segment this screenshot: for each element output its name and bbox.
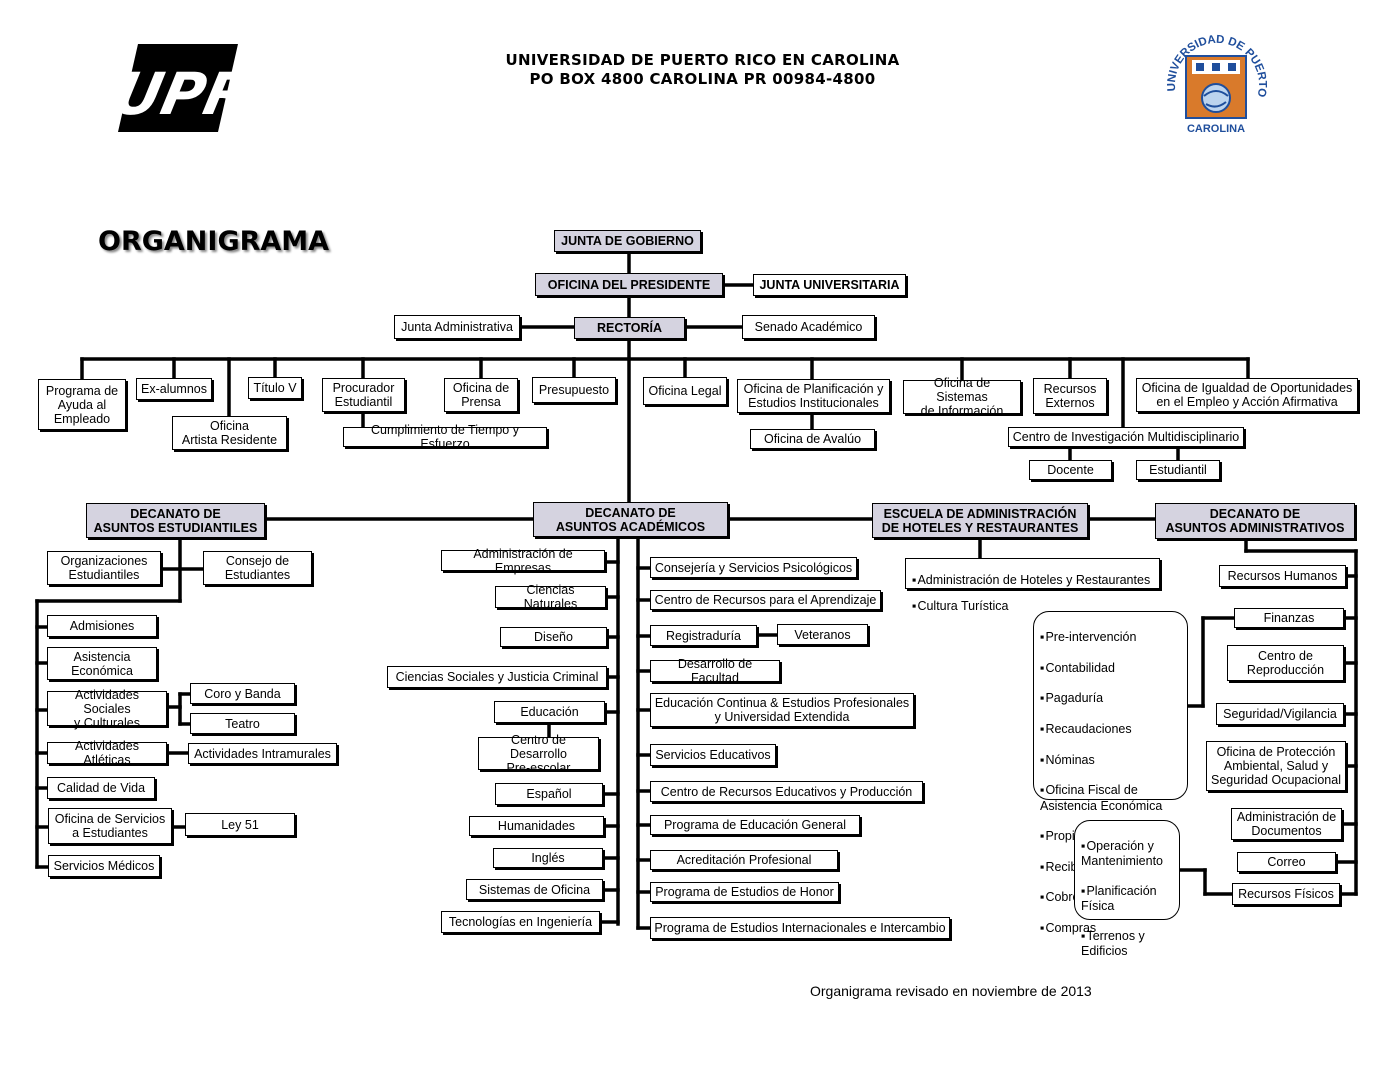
programa-internacionales-box: Programa de Estudios Internacionales e I… <box>650 917 950 939</box>
actividades-atleticas-box: Actividades Atléticas <box>47 739 167 767</box>
centro-recursos-educativos-box: Centro de Recursos Educativos y Producci… <box>650 781 923 802</box>
revision-note: Organigrama revisado en noviembre de 201… <box>810 983 1092 999</box>
presupuesto-box: Presupuesto <box>532 377 616 403</box>
oficina-proteccion-box: Oficina de Protección Ambiental, Salud y… <box>1206 741 1346 791</box>
junta-universitaria-box: JUNTA UNIVERSITARIA <box>753 274 906 296</box>
docente-box: Docente <box>1029 460 1112 480</box>
actividades-sociales-box: Actividades Sociales y Culturales <box>47 688 167 730</box>
list-item: Nóminas <box>1040 753 1181 768</box>
admisiones-box: Admisiones <box>47 615 157 637</box>
sistemas-oficina-box: Sistemas de Oficina <box>466 879 603 900</box>
programa-educacion-general-box: Programa de Educación General <box>650 815 860 835</box>
actividades-intramurales-box: Actividades Intramurales <box>188 743 337 764</box>
recursos-fisicos-areas-list: Operación y Mantenimiento Planificación … <box>1074 820 1180 958</box>
list-item: Cultura Turística <box>912 600 1153 613</box>
institution-name: UNIVERSIDAD DE PUERTO RICO EN CAROLINA <box>505 51 900 69</box>
upr-logo-icon: UPR <box>118 44 238 132</box>
centro-reproduccion-box: Centro de Reproducción <box>1227 645 1344 681</box>
university-seal-icon: UNIVERSIDAD DE PUERTO RICO CAROLINA <box>1160 30 1268 135</box>
diseno-box: Diseño <box>500 627 607 647</box>
ley-51-box: Ley 51 <box>185 813 295 836</box>
asistencia-box: Asistencia Económica <box>47 647 157 680</box>
rectoria-box: RECTORÍA <box>574 317 685 339</box>
list-item: Planificación Física <box>1081 884 1173 914</box>
registraduria-box: Registraduría <box>650 625 757 646</box>
servicios-medicos-box: Servicios Médicos <box>48 855 160 877</box>
ciencias-sociales-box: Ciencias Sociales y Justicia Criminal <box>387 666 607 688</box>
list-item: Operación y Mantenimiento <box>1081 839 1173 869</box>
svg-text:UPR: UPR <box>118 61 238 128</box>
humanidades-box: Humanidades <box>469 816 604 836</box>
procurador-box: Procurador Estudiantil <box>322 378 405 412</box>
oficina-servicios-est-box: Oficina de Servicios a Estudiantes <box>48 808 172 844</box>
list-item: Pre-intervención <box>1040 630 1181 645</box>
consejeria-box: Consejería y Servicios Psicológicos <box>650 557 857 578</box>
teatro-box: Teatro <box>190 713 295 734</box>
oficina-igualdad-box: Oficina de Igualdad de Oportunidades en … <box>1136 378 1358 412</box>
calidad-vida-box: Calidad de Vida <box>47 777 155 799</box>
educacion-continua-box: Educación Continua & Estudios Profesiona… <box>650 693 914 727</box>
consejo-box: Consejo de Estudiantes <box>203 551 312 585</box>
educacion-box: Educación <box>494 701 605 723</box>
centro-recursos-aprendizaje-box: Centro de Recursos para el Aprendizaje <box>650 590 881 610</box>
finanzas-areas-list: Pre-intervención Contabilidad Pagaduría … <box>1033 611 1188 935</box>
centro-investigacion-box: Centro de Investigación Multidisciplinar… <box>1008 427 1244 447</box>
programa-honor-box: Programa de Estudios de Honor <box>650 882 839 902</box>
centro-preescolar-box: Centro de Desarrollo Pre-escolar <box>478 733 599 775</box>
acreditacion-box: Acreditación Profesional <box>650 850 838 870</box>
recursos-fisicos-box: Recursos Físicos <box>1232 883 1340 905</box>
tecnologias-box: Tecnologías en Ingeniería <box>441 911 600 933</box>
junta-administrativa-box: Junta Administrativa <box>394 315 520 339</box>
oficina-legal-box: Oficina Legal <box>643 377 727 405</box>
titulo-v-box: Título V <box>248 377 302 399</box>
espanol-box: Español <box>495 783 603 805</box>
oficina-artista-box: Oficina Artista Residente <box>172 416 287 450</box>
estudiantil-box: Estudiantil <box>1136 460 1220 480</box>
svg-text:CAROLINA: CAROLINA <box>1187 123 1245 135</box>
oficina-avaluo-box: Oficina de Avalúo <box>750 429 875 449</box>
list-item: Terrenos y Edificios <box>1081 929 1173 959</box>
page-title: ORGANIGRAMA <box>98 226 330 257</box>
list-item: Contabilidad <box>1040 661 1181 676</box>
oficina-planificacion-box: Oficina de Planificación y Estudios Inst… <box>737 379 890 413</box>
escuela-hoteles-box: ESCUELA DE ADMINISTRACIÓN DE HOTELES Y R… <box>872 503 1088 538</box>
decanato-academicos-box: DECANATO DE ASUNTOS ACADÉMICOS <box>533 502 728 537</box>
cumplimiento-box: Cumplimiento de Tiempo y Esfuerzo <box>343 423 547 451</box>
ingles-box: Inglés <box>493 848 603 868</box>
junta-gobierno-box: JUNTA DE GOBIERNO <box>554 230 701 252</box>
ex-alumnos-box: Ex-alumnos <box>136 378 212 400</box>
institution-address: PO BOX 4800 CAROLINA PR 00984-4800 <box>529 70 876 88</box>
desarrollo-facultad-box: Desarrollo de Facultad <box>650 657 780 685</box>
decanato-estudiantiles-box: DECANATO DE ASUNTOS ESTUDIANTILES <box>86 503 265 538</box>
oficina-sistemas-box: Oficina de Sistemas de Información <box>903 376 1021 418</box>
list-item: Pagaduría <box>1040 691 1181 706</box>
list-item: Administración de Hoteles y Restaurantes <box>912 574 1153 587</box>
admin-empresas-box: Administración de Empresas <box>441 547 605 575</box>
admin-documentos-box: Administración de Documentos <box>1231 808 1342 840</box>
oficina-prensa-box: Oficina de Prensa <box>444 378 518 412</box>
oficina-presidente-box: OFICINA DEL PRESIDENTE <box>535 273 723 296</box>
seguridad-box: Seguridad/Vigilancia <box>1216 703 1344 725</box>
organizaciones-box: Organizaciones Estudiantiles <box>47 551 161 585</box>
hoteles-programas-list: Administración de Hoteles y Restaurantes… <box>905 558 1160 613</box>
institution-header: UNIVERSIDAD DE PUERTO RICO EN CAROLINA P… <box>440 51 965 89</box>
veteranos-box: Veteranos <box>777 624 868 645</box>
senado-academico-box: Senado Académico <box>742 315 875 339</box>
decanato-administrativos-box: DECANATO DE ASUNTOS ADMINISTRATIVOS <box>1155 503 1355 539</box>
servicios-educativos-box: Servicios Educativos <box>650 744 776 766</box>
list-item: Recaudaciones <box>1040 722 1181 737</box>
coro-banda-box: Coro y Banda <box>190 683 295 704</box>
correo-box: Correo <box>1237 852 1336 872</box>
finanzas-box: Finanzas <box>1234 608 1344 628</box>
ciencias-naturales-box: Ciencias Naturales <box>495 583 606 611</box>
programa-ayuda-box: Programa de Ayuda al Empleado <box>38 379 126 430</box>
recursos-externos-box: Recursos Externos <box>1033 378 1107 414</box>
recursos-humanos-box: Recursos Humanos <box>1219 565 1346 587</box>
list-item: Oficina Fiscal de Asistencia Económica <box>1040 783 1181 814</box>
